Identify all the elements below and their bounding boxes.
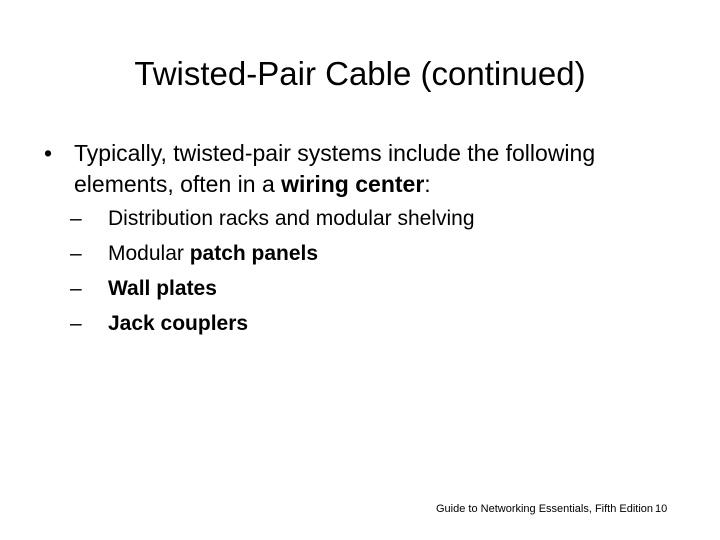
slide-title: Twisted-Pair Cable (continued) — [134, 55, 586, 92]
sub-bullet-bold: Jack couplers — [108, 312, 249, 335]
page-number: 10 — [655, 503, 668, 515]
slide-footer: Guide to Networking Essentials, Fifth Ed… — [436, 503, 654, 515]
sub-bullet-item: – Modular patch panels — [70, 236, 630, 271]
sub-bullet-plain: Modular — [108, 242, 190, 265]
sub-bullet-item: – Jack couplers — [70, 306, 630, 341]
sub-bullet-bold: patch panels — [189, 242, 319, 265]
sub-bullet-text: Distribution racks and modular shelving — [108, 201, 475, 236]
dash-marker: – — [70, 242, 82, 265]
sub-bullet-item: – Wall plates — [70, 271, 630, 306]
dash-marker: – — [70, 277, 82, 300]
bullet-marker: • — [44, 140, 53, 166]
bullet-text: Typically, twisted-pair systems include … — [74, 138, 694, 200]
sub-bullet-list: – Distribution racks and modular shelvin… — [70, 201, 630, 341]
sub-bullet-plain: Distribution racks and modular shelving — [108, 207, 475, 230]
sub-bullet-text: Wall plates — [108, 271, 217, 306]
bullet-line-2-pre: elements, often in a — [74, 171, 282, 197]
sub-bullet-item: – Distribution racks and modular shelvin… — [70, 201, 630, 236]
dash-marker: – — [70, 312, 82, 335]
bullet-line-1: Typically, twisted-pair systems include … — [74, 140, 596, 166]
sub-bullet-text: Jack couplers — [108, 306, 248, 341]
sub-bullet-text: Modular patch panels — [108, 236, 318, 271]
dash-marker: – — [70, 207, 82, 230]
sub-bullet-bold: Wall plates — [108, 277, 217, 300]
bullet-line-2-post: : — [424, 171, 431, 197]
bullet-line-2: elements, often in a wiring center: — [74, 169, 694, 200]
bullet-term-wiring-center: wiring center — [281, 171, 425, 197]
